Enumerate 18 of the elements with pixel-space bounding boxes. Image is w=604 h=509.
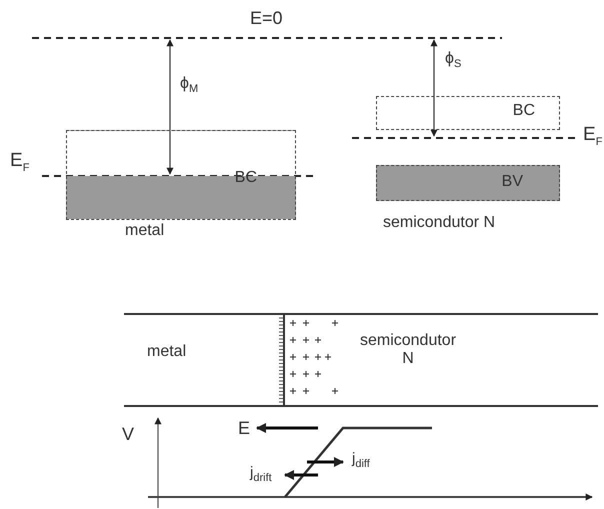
current-label: j$_{diff}$ [352, 450, 370, 471]
axis-label: V [122, 424, 134, 445]
energy-band [66, 130, 296, 220]
energy-band [376, 165, 560, 201]
band-label: BV [502, 173, 523, 191]
fermi-level-label: E$_{F}$ [583, 124, 602, 148]
band-label: BC [512, 102, 535, 120]
material-label: metal [147, 343, 186, 362]
material-label: semicondutor N [383, 214, 496, 232]
work-function-label: ϕ$_{M}$ [180, 75, 198, 96]
energy-band-outline [376, 96, 560, 130]
field-label: E [238, 418, 250, 439]
fermi-level-label: E$_{F}$ [10, 150, 30, 174]
energy-level-label: E=0 [250, 8, 283, 29]
material-label: semicondutor N [358, 332, 458, 369]
work-function-label: ϕ$_{S}$ [445, 50, 462, 71]
material-label: metal [125, 222, 164, 240]
current-label: j$_{drift}$ [250, 464, 272, 485]
